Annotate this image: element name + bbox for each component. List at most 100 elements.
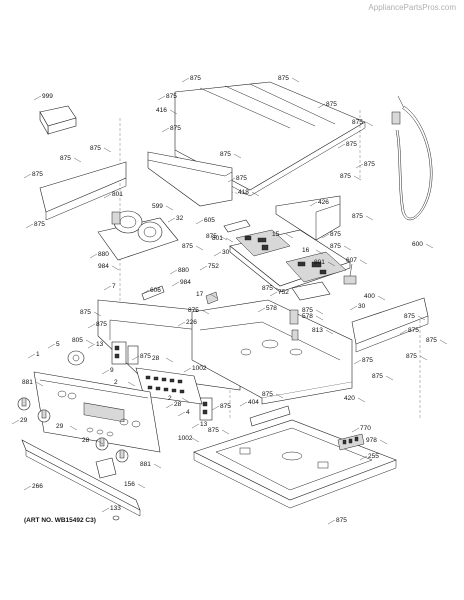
leader-line — [275, 393, 284, 399]
leader-line — [161, 127, 170, 133]
leader-line — [221, 429, 230, 435]
control-board-right — [285, 251, 347, 283]
callout-43: 400 — [364, 293, 375, 300]
leader-line — [177, 411, 186, 417]
callout-12: 875 — [364, 161, 375, 168]
spacer-578 — [289, 309, 299, 341]
leader-line — [439, 339, 448, 345]
leader-line — [315, 315, 324, 321]
callout-60: 9 — [110, 367, 114, 374]
callout-15: 418 — [238, 189, 249, 196]
leader-line — [315, 249, 324, 255]
leader-line — [211, 405, 220, 411]
leader-line — [27, 353, 36, 359]
callout-83: 875 — [208, 427, 219, 434]
callout-13: 875 — [340, 173, 351, 180]
leader-line — [181, 397, 190, 403]
callout-6: 875 — [170, 125, 181, 132]
leader-line — [321, 233, 330, 239]
leader-line — [101, 369, 110, 375]
front-trim-bracket — [147, 151, 233, 207]
leader-line — [209, 293, 218, 299]
callout-51: 875 — [404, 313, 415, 320]
leader-line — [177, 321, 186, 327]
leader-line — [325, 329, 334, 335]
callout-46: 578 — [266, 305, 277, 312]
callout-89: 2 — [168, 395, 172, 402]
leader-line — [399, 329, 408, 335]
callout-42: 7 — [112, 283, 116, 290]
callout-11: 875 — [220, 151, 231, 158]
callout-3: 416 — [156, 107, 167, 114]
callout-5: 875 — [352, 119, 363, 126]
leader-line — [213, 251, 222, 257]
leader-line — [73, 157, 82, 163]
leader-line — [257, 307, 266, 313]
leader-line — [233, 153, 242, 159]
leader-line — [87, 323, 96, 329]
callout-73: 29 — [56, 423, 64, 430]
leader-line — [269, 291, 278, 297]
leader-line — [89, 253, 98, 259]
leader-line — [11, 419, 20, 425]
callout-57: 28 — [152, 355, 160, 362]
leader-line — [251, 191, 260, 197]
leader-line — [201, 309, 210, 315]
part-callouts: 875 875 875 416 875 875 875 875 999 875 … — [20, 75, 437, 524]
relay-block-upper — [111, 341, 139, 365]
leader-lines — [11, 77, 448, 525]
leader-line — [285, 233, 294, 239]
leader-line — [365, 121, 374, 127]
callout-90: 875 — [346, 141, 357, 148]
callout-32: 880 — [178, 267, 189, 274]
leader-line — [219, 235, 228, 241]
bracket-606 — [141, 285, 165, 301]
leader-line — [327, 261, 336, 267]
leader-line — [169, 109, 178, 115]
leader-line — [317, 103, 326, 109]
callout-41: 875 — [80, 309, 91, 316]
callout-45: 875 — [188, 307, 199, 314]
leader-line — [157, 95, 166, 101]
callout-79: 881 — [140, 461, 151, 468]
callout-22: 605 — [204, 217, 215, 224]
leader-line — [195, 219, 204, 225]
callout-25: 801 — [212, 235, 223, 242]
leader-line — [191, 437, 200, 443]
leader-line — [169, 269, 178, 275]
callout-80: 266 — [32, 483, 43, 490]
callout-4: 875 — [326, 101, 337, 108]
callout-62: 875 — [362, 357, 373, 364]
bottom-plate — [193, 419, 397, 509]
leader-line — [165, 205, 174, 211]
leader-line — [141, 289, 150, 295]
leader-line — [227, 177, 236, 183]
leader-line — [199, 265, 208, 271]
callout-23: 875 — [206, 233, 217, 240]
vent-bracket-400 — [351, 297, 429, 353]
callout-36: 984 — [180, 279, 191, 286]
relay-block-lower — [199, 397, 213, 421]
callout-81: 156 — [124, 481, 135, 488]
callout-59: 881 — [22, 379, 33, 386]
leader-line — [291, 77, 300, 83]
bracket-605 — [223, 219, 251, 233]
callout-78: 255 — [368, 453, 379, 460]
sensor-607 — [343, 263, 357, 285]
callout-37: 607 — [346, 257, 357, 264]
callout-70: 13 — [200, 421, 208, 428]
callout-76: 28 — [174, 401, 182, 408]
knob-28 — [95, 437, 109, 451]
leader-line — [377, 295, 386, 301]
callout-61: 2 — [114, 379, 118, 386]
terminal-block-978 — [337, 433, 365, 451]
keypad-display-board — [135, 367, 203, 405]
callout-44: 875 — [96, 321, 107, 328]
control-knob-805 — [67, 350, 85, 366]
callout-91: 600 — [412, 241, 423, 248]
leader-line — [353, 359, 362, 365]
leader-line — [103, 193, 112, 199]
leader-line — [355, 163, 364, 169]
leader-line — [87, 343, 96, 349]
top-cover-panel — [174, 81, 366, 197]
